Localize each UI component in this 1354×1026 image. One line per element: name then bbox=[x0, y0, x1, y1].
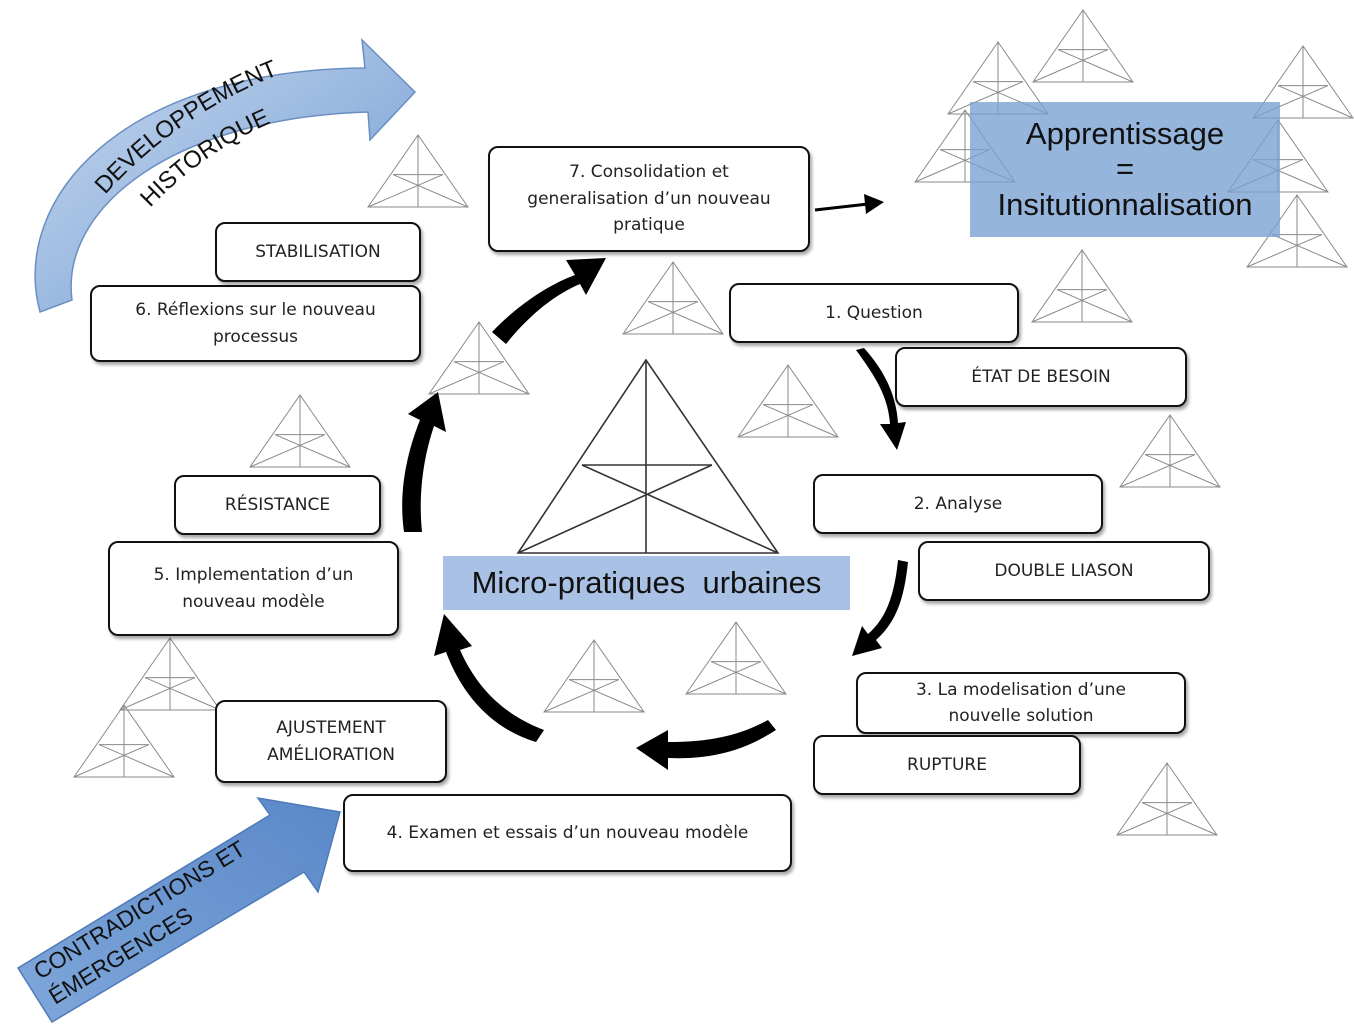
outcome-line-institutionnalisation: Insitutionnalisation bbox=[997, 186, 1253, 222]
triangle-motif-icon bbox=[367, 134, 469, 208]
cycle-arrow-to-step5 bbox=[434, 614, 544, 742]
triangle-motif-icon bbox=[249, 394, 351, 468]
triangle-motif-icon bbox=[1031, 249, 1133, 323]
center-label-text: Micro-pratiques urbaines bbox=[471, 565, 822, 600]
outcome-line-equals: = bbox=[1115, 151, 1135, 187]
state-double-box: DOUBLE LIASON bbox=[918, 541, 1210, 601]
cycle-arrow-to-step3 bbox=[852, 560, 908, 656]
cycle-arrows bbox=[402, 194, 908, 770]
state-resistance-box: RÉSISTANCE bbox=[174, 475, 381, 535]
triangle-motif-icon bbox=[685, 621, 787, 695]
state-stabilisation-box: STABILISATION bbox=[215, 222, 421, 282]
contradictions-arrow bbox=[16, 796, 341, 1024]
historical-development-arrow bbox=[34, 37, 417, 313]
triangle-motif-icon bbox=[1252, 45, 1354, 119]
center-label: Micro-pratiques urbaines bbox=[443, 556, 850, 610]
triangle-motif-icon bbox=[1119, 414, 1221, 488]
central-triangle-icon bbox=[516, 358, 780, 554]
triangle-motif-icon bbox=[1116, 762, 1218, 836]
step-1-box: 1. Question bbox=[729, 283, 1019, 343]
step-5-box: 5. Implementation d’un nouveau modèle bbox=[108, 541, 399, 636]
step-7-box: 7. Consolidation et generalisation d’un … bbox=[488, 146, 810, 252]
cycle-arrow-to-outcome bbox=[814, 194, 884, 214]
outcome-label: Apprentissage = Insitutionnalisation bbox=[970, 102, 1280, 237]
cycle-arrow-to-step7 bbox=[492, 258, 606, 344]
step-3-box: 3. La modelisation d’une nouvelle soluti… bbox=[856, 672, 1186, 734]
step-2-box: 2. Analyse bbox=[813, 474, 1103, 534]
triangle-motif-icon bbox=[622, 261, 724, 335]
step-6-box: 6. Réflexions sur le nouveau processus bbox=[90, 285, 421, 362]
state-besoin-box: ÉTAT DE BESOIN bbox=[895, 347, 1187, 407]
outcome-line-apprentissage: Apprentissage bbox=[1025, 116, 1225, 152]
step-4-box: 4. Examen et essais d’un nouveau modèle bbox=[343, 794, 792, 872]
triangle-motif-icon bbox=[737, 364, 839, 438]
triangle-motif-icon bbox=[1032, 9, 1134, 83]
cycle-arrow-to-step2 bbox=[856, 348, 906, 450]
state-ajustement-box: AJUSTEMENT AMÉLIORATION bbox=[215, 700, 447, 783]
triangle-motif-icon bbox=[543, 639, 645, 713]
triangle-motif-icon bbox=[73, 704, 175, 778]
triangle-motif-icon bbox=[428, 321, 530, 395]
state-rupture-box: RUPTURE bbox=[813, 735, 1081, 795]
cycle-arrow-to-step6 bbox=[402, 392, 446, 532]
triangle-motif-icon bbox=[119, 637, 221, 711]
cycle-arrow-to-step4 bbox=[636, 720, 776, 770]
